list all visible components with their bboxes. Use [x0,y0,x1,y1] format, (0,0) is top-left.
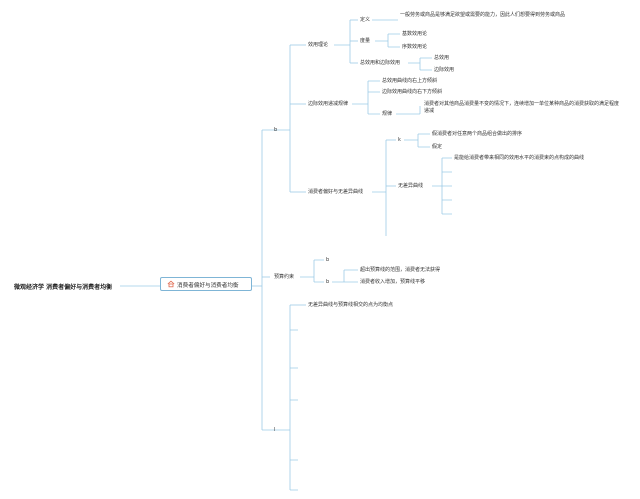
branch-b[interactable]: b [274,127,278,133]
law-text[interactable]: 消费者对其他商品消费量不变的情况下，连续增加一单位某种商品的消费获取的满足程度递… [424,101,620,114]
total-utility[interactable]: 总效用 [434,55,450,61]
budget-trunk [300,260,315,282]
diminishing-item2[interactable]: 边际效用曲线向右下方倾斜 [382,89,443,95]
budget-leaves [314,259,324,283]
diminishing-leaves [368,80,380,115]
budget-b2-trunk [332,270,345,283]
root-title[interactable]: 微观经济学 消费者偏好与消费者均衡 [14,284,113,291]
cardinal-utility[interactable]: 基数效用论 [402,31,428,37]
preference-trunk [372,140,387,236]
utility-trunk [334,20,351,63]
preference-title[interactable]: 消费者偏好与无差异曲线 [308,189,364,195]
curve-trunk [432,158,443,214]
total-marginal-label[interactable]: 总效用和边际效用 [360,60,401,66]
diminishing-item1[interactable]: 总效用曲线向右上方倾斜 [382,78,438,84]
law-label[interactable]: 规律 [382,111,393,117]
definition-text[interactable]: 一般劳务或商品是够满足欲望或需要的能力，因此人们想要得到劳务或商品 [400,12,566,18]
k-leaves [418,133,430,148]
home-icon [167,280,175,288]
curve-label[interactable]: 无差异曲线 [398,183,424,189]
preference-k[interactable]: k [398,137,401,143]
diminishing-title[interactable]: 边际效用递减规律 [308,101,349,107]
marginal-utility[interactable]: 边际效用 [434,67,455,73]
branch-l[interactable]: l [274,427,276,433]
utility-title[interactable]: 效用理论 [308,42,329,48]
measure-leaves [388,33,400,48]
curve-text[interactable]: 是能给消费者带来相同的效用水平的消费束的点构成的曲线 [454,155,585,161]
measure-trunk [375,34,389,47]
budget-b2[interactable]: b [326,279,330,285]
total-marginal-leaves [420,57,432,71]
diminishing-trunk [352,81,369,114]
preference-rank[interactable]: 假消费者对任意两个商品组合做出的排序 [432,131,523,137]
law-connector [396,106,421,115]
center-node[interactable]: 消费者偏好与消费者均衡 [160,277,252,291]
measure-label[interactable]: 度量 [360,38,371,44]
preference-assume[interactable]: 假定 [432,144,443,150]
budget-over[interactable]: 超出预算线的范围，消费者无法获得 [360,267,441,273]
k-trunk [404,134,419,147]
budget-income[interactable]: 消费者收入增加，预算线平移 [360,279,426,285]
ordinal-utility[interactable]: 序数效用论 [402,44,428,50]
curve-leaves [442,157,452,215]
definition-label[interactable]: 定义 [360,17,371,23]
center-label: 消费者偏好与消费者均衡 [177,283,239,289]
l-leaves [290,329,298,491]
budget-b2-leaves [344,269,358,283]
branch-budget[interactable]: 预算约束 [274,274,295,280]
budget-b1[interactable]: b [326,257,330,263]
equilibrium-text[interactable]: 无差异曲线与预算线相交的点为均衡点 [308,302,394,308]
total-marginal-trunk [408,58,421,70]
